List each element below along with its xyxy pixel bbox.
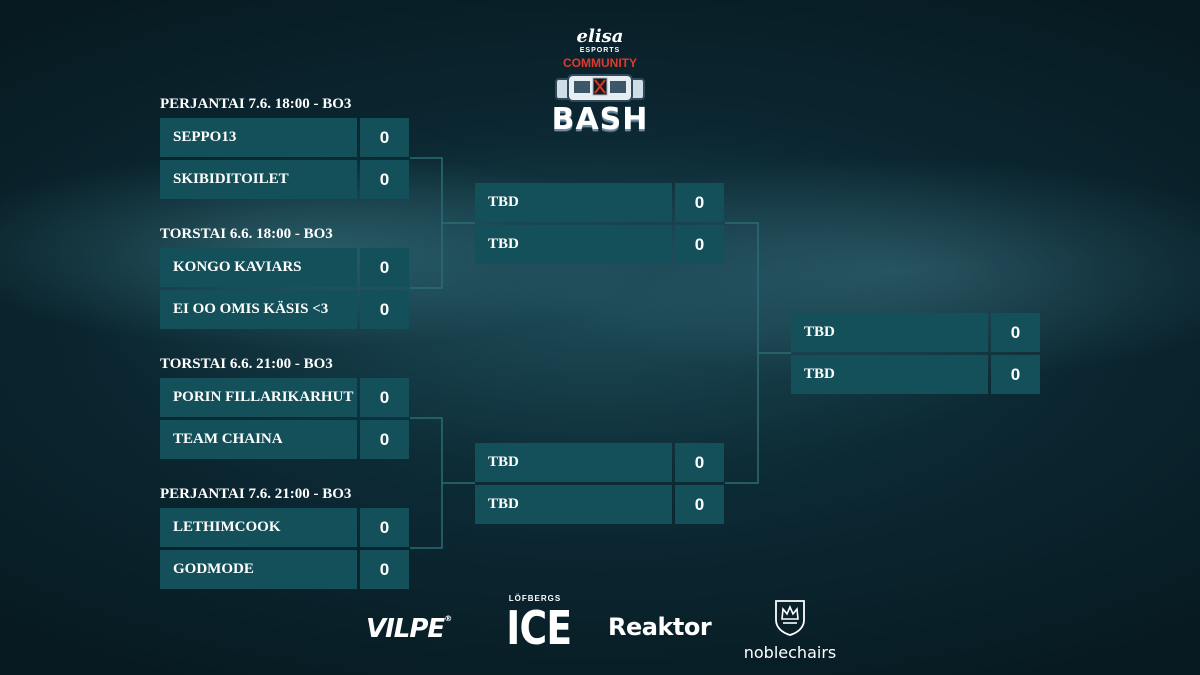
team-score: 0 xyxy=(675,485,724,524)
semifinal-1-team-2: TBD 0 xyxy=(475,225,724,264)
sponsor-reaktor-logo: Reaktor xyxy=(608,613,712,641)
semifinal-2-team-2: TBD 0 xyxy=(475,485,724,524)
team-name: LETHIMCOOK xyxy=(160,508,357,547)
team-name: SEPPO13 xyxy=(160,118,357,157)
match-4-label: PERJANTAI 7.6. 21:00 - BO3 xyxy=(160,486,352,502)
logo-community-text: COMMUNITY xyxy=(563,56,637,70)
sponsor-noblechairs-logo: noblechairs xyxy=(740,598,840,662)
team-score: 0 xyxy=(360,508,409,547)
team-score: 0 xyxy=(675,225,724,264)
team-score: 0 xyxy=(360,420,409,459)
logo-elisa-text: elisa xyxy=(576,26,624,47)
vilpe-wordmark: VILPE xyxy=(366,614,445,644)
team-score: 0 xyxy=(675,443,724,482)
noblechairs-wordmark: noblechairs xyxy=(743,643,837,662)
connector-sf xyxy=(725,222,759,484)
dota-helmet-icon xyxy=(555,74,645,102)
team-name: TEAM CHAINA xyxy=(160,420,357,459)
team-name: TBD xyxy=(475,443,672,482)
match-2-team-1: KONGO KAVIARS 0 xyxy=(160,248,409,287)
match-4-team-1: LETHIMCOOK 0 xyxy=(160,508,409,547)
team-score: 0 xyxy=(991,355,1040,394)
match-1-team-1: SEPPO13 0 xyxy=(160,118,409,157)
team-name: KONGO KAVIARS xyxy=(160,248,357,287)
team-name: TBD xyxy=(791,355,988,394)
team-name: PORIN FILLARIKARHUT xyxy=(160,378,357,417)
semifinal-2-team-1: TBD 0 xyxy=(475,443,724,482)
crown-shield-icon xyxy=(775,600,805,636)
connector-r1-bottom xyxy=(410,417,443,549)
logo-esports-text: ESPORTS xyxy=(579,47,621,54)
team-name: TBD xyxy=(475,225,672,264)
team-score: 0 xyxy=(991,313,1040,352)
vilpe-registered-mark: ® xyxy=(444,614,452,623)
team-name: TBD xyxy=(475,183,672,222)
team-name: TBD xyxy=(791,313,988,352)
team-name: SKIBIDITOILET xyxy=(160,160,357,199)
final-team-1: TBD 0 xyxy=(791,313,1040,352)
team-score: 0 xyxy=(360,378,409,417)
match-1-team-2: SKIBIDITOILET 0 xyxy=(160,160,409,199)
semifinal-1-team-1: TBD 0 xyxy=(475,183,724,222)
ice-wordmark: ICE xyxy=(506,601,572,655)
match-4-team-2: GODMODE 0 xyxy=(160,550,409,589)
match-3-team-2: TEAM CHAINA 0 xyxy=(160,420,409,459)
team-score: 0 xyxy=(360,290,409,329)
lofbergs-wordmark: LÖFBERGS xyxy=(508,594,562,603)
final-team-2: TBD 0 xyxy=(791,355,1040,394)
match-3-label: TORSTAI 6.6. 21:00 - BO3 xyxy=(160,356,333,372)
connector-r1-top xyxy=(410,157,443,289)
match-2-label: TORSTAI 6.6. 18:00 - BO3 xyxy=(160,226,333,242)
team-name: EI OO OMIS KÄSIS <3 xyxy=(160,290,357,329)
match-2-team-2: EI OO OMIS KÄSIS <3 0 xyxy=(160,290,409,329)
team-score: 0 xyxy=(360,118,409,157)
team-score: 0 xyxy=(360,160,409,199)
match-3-team-1: PORIN FILLARIKARHUT 0 xyxy=(160,378,409,417)
team-score: 0 xyxy=(675,183,724,222)
event-logo: elisa ESPORTS COMMUNITY BASH xyxy=(540,28,660,156)
team-score: 0 xyxy=(360,550,409,589)
sponsor-lofbergs-ice-logo: LÖFBERGS ICE xyxy=(500,594,572,655)
team-score: 0 xyxy=(360,248,409,287)
logo-bash-text: BASH xyxy=(551,102,649,137)
match-1-label: PERJANTAI 7.6. 18:00 - BO3 xyxy=(160,96,352,112)
team-name: TBD xyxy=(475,485,672,524)
team-name: GODMODE xyxy=(160,550,357,589)
sponsor-vilpe-logo: VILPE® xyxy=(366,614,452,644)
